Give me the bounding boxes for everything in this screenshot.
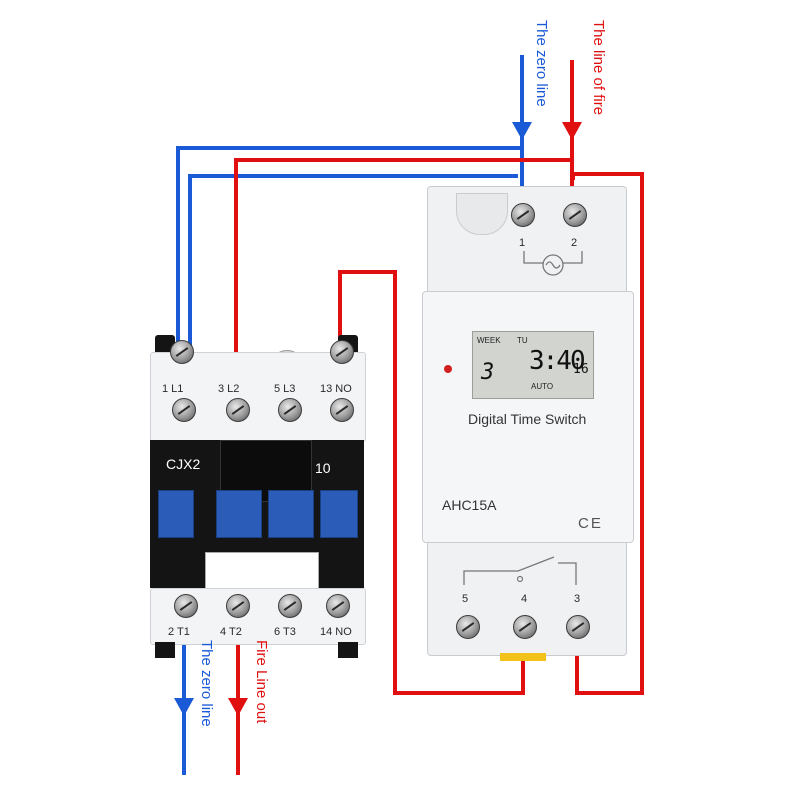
terminal-label-T3: 6 T3 [274, 626, 296, 638]
time-switch: 1 2 WEEK TU 3 3:40 16 AUTO Digital Time … [422, 186, 634, 661]
contactor-blue-button-1 [158, 490, 194, 538]
terminal-L2-screw[interactable] [226, 398, 250, 422]
live-in-arrow [562, 122, 582, 140]
contactor-bottom-ear-left [155, 642, 175, 658]
timer-terminal-5-label: 5 [462, 593, 469, 605]
timer-terminal-2-label: 2 [571, 237, 578, 249]
contactor-model-label: CJX2 [166, 456, 201, 472]
terminal-label-L1: 1 L1 [162, 383, 184, 395]
lcd-mode: AUTO [531, 382, 554, 391]
timer-terminal-5-screw[interactable] [456, 615, 480, 639]
contactor: A A2 1 L1 3 L2 5 L3 13 NO CJX2 10 2 T1 4… [150, 330, 366, 660]
lcd-seconds: 16 [573, 362, 589, 377]
terminal-label-14NO: 14 NO [320, 626, 352, 638]
neutral-wire-to-L1-b [188, 174, 518, 400]
terminal-L3-screw[interactable] [278, 398, 302, 422]
status-led [444, 365, 452, 373]
contactor-blue-button-2 [216, 490, 262, 538]
lcd-week-label: WEEK [477, 336, 501, 345]
timer-terminal-1-screw[interactable] [511, 203, 535, 227]
neutral-in-arrow [512, 122, 532, 140]
contactor-blue-button-3 [268, 490, 314, 538]
terminal-label-L3: 5 L3 [274, 383, 296, 395]
relay-switch-symbol-icon [463, 556, 577, 585]
terminal-label-L2: 3 L2 [218, 383, 240, 395]
live-wire-to-L2 [234, 158, 572, 400]
terminal-T2-screw[interactable] [226, 594, 250, 618]
timer-terminal-3-screw[interactable] [566, 615, 590, 639]
coil-a2-screw[interactable] [330, 340, 354, 364]
live-out-arrow [228, 698, 248, 716]
terminal-L1-screw[interactable] [172, 398, 196, 422]
timer-title: Digital Time Switch [468, 411, 587, 427]
neutral-out-arrow [174, 698, 194, 716]
fire-line-top-label: The line of fire [590, 20, 607, 116]
zero-line-top-label: The zero line [533, 20, 550, 107]
contactor-blue-button-4 [320, 490, 358, 538]
terminal-T3-screw[interactable] [278, 594, 302, 618]
lcd-display: WEEK TU 3 3:40 16 AUTO [472, 331, 594, 399]
ce-mark: CE [578, 515, 603, 532]
timer-terminal-1-label: 1 [519, 237, 526, 249]
contactor-label-plate [205, 552, 319, 592]
terminal-label-T2: 4 T2 [220, 626, 242, 638]
terminal-label-13NO: 13 NO [320, 383, 352, 395]
zero-line-bottom-label: The zero line [198, 640, 215, 727]
terminal-label-T1: 2 T1 [168, 626, 190, 638]
coil-a1-screw[interactable] [170, 340, 194, 364]
timer-terminal-4-label: 4 [521, 593, 528, 605]
contactor-upper-block [150, 352, 366, 442]
contactor-bottom-ear-right [338, 642, 358, 658]
lcd-day-number: 3 [481, 360, 495, 385]
timer-terminal-4-screw[interactable] [513, 615, 537, 639]
contactor-rating-label: 10 [315, 460, 331, 476]
terminal-14NO-screw[interactable] [326, 594, 350, 618]
timer-top-slot [456, 193, 508, 235]
timer-model: AHC15A [442, 497, 497, 513]
coil-wire [338, 270, 525, 695]
fire-line-bottom-label: Fire Line out [253, 640, 270, 724]
terminal-13NO-screw[interactable] [330, 398, 354, 422]
din-clip [500, 653, 546, 661]
power-symbol-icon [523, 251, 583, 276]
terminal-T1-screw[interactable] [174, 594, 198, 618]
lcd-day-label: TU [517, 336, 528, 345]
timer-terminal-3-label: 3 [574, 593, 581, 605]
lcd-time: 3:40 [529, 346, 586, 376]
neutral-wire-to-L1-a [176, 146, 522, 400]
timer-terminal-2-screw[interactable] [563, 203, 587, 227]
